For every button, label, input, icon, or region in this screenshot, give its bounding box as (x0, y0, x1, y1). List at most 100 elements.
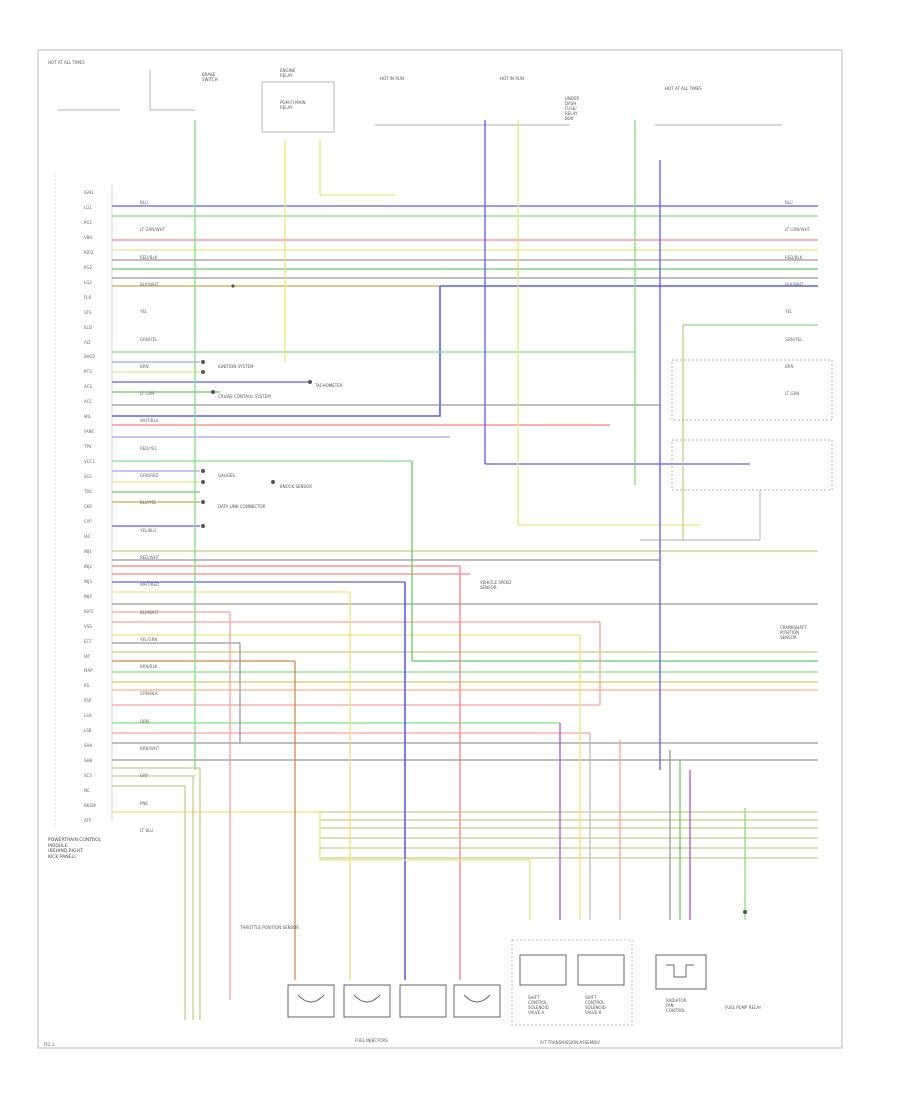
wire-color-label: PNK (140, 800, 149, 806)
ckp-label: CRANKSHAFT POSITION SENSOR (780, 625, 807, 640)
wire-color-label: WHT/BLU (140, 418, 159, 424)
hot-all-times-left-label: HOT AT ALL TIMES (48, 60, 85, 65)
fuse-box-label: UNDER DASH FUSE/ RELAY BOX (565, 96, 580, 121)
wires-vertical (184, 120, 818, 1020)
cruise-label: CRUISE CONTROL SYSTEM (218, 394, 271, 399)
ecm-pin-eld: ELD (84, 324, 92, 330)
hot-all-times-right-label: HOT AT ALL TIMES (665, 86, 702, 91)
ecm-pin-inj3: INJ3 (84, 578, 92, 584)
ecm-pin-sts: STS (84, 309, 92, 315)
ecm-pin-tps: TPS (84, 444, 92, 450)
wire-color-label: BRN/WHT (140, 746, 160, 752)
hot-in-run-label-1: HOT IN RUN (380, 76, 405, 81)
transmission-solenoids (511, 939, 707, 1026)
tachometer-label: TACHOMETER (315, 383, 343, 388)
brake-switch-label: BRAKE SWITCH (202, 72, 218, 82)
ecm-caption: POWERTRAIN CONTROL MODULE (BEHIND RIGHT … (48, 838, 102, 860)
wire-color-label: RED/WHT (140, 554, 160, 560)
wire-color-label-right: LT GRN (785, 391, 800, 397)
ecm-pin-ks: KS (84, 683, 90, 689)
ecm-pin-pg2: PG2 (84, 264, 93, 270)
ecm-pin-iat: IAT (84, 653, 91, 659)
connector-markers (201, 284, 747, 914)
ecm-pin-bksw: BKSW (84, 803, 96, 809)
ecm-pin-acc: ACC (84, 399, 93, 405)
vss-label: VEHICLE SPEED SENSOR (480, 580, 512, 590)
ecm-pin-flr: FLR (84, 294, 92, 300)
right-components (640, 359, 833, 541)
ecm-pin-lsb: LSB (84, 728, 92, 734)
solenoid-b-label: SHIFT CONTROL SOLENOID VALVE B (585, 995, 606, 1015)
wire-color-label: YEL/BLU (140, 527, 157, 533)
top-components (58, 70, 782, 133)
fuel-pump-label: FUEL PUMP RELAY (725, 1005, 762, 1010)
ecm-pin-tdc: TDC (84, 489, 93, 495)
ecm-pin-scs: SCS (84, 773, 92, 779)
wire-color-label: LT BLU (140, 828, 154, 833)
knock-label: KNOCK SENSOR (280, 484, 312, 489)
ecm-pin-lsa: LSA (84, 713, 92, 719)
wire-color-label: LT GRN/WHT (140, 227, 166, 233)
ignition-label: IGNITION SYSTEM (218, 364, 254, 369)
ecm-pin-igp2: IGP2 (84, 249, 94, 255)
figure-label: FIG 1 (44, 1042, 55, 1047)
ecm-pin-alt: ALT (84, 339, 91, 345)
wire-color-label-right: GRN/YEL (785, 336, 803, 342)
wire-color-label: BRN (140, 363, 149, 369)
wire-color-label-right: RED/BLK (785, 254, 803, 260)
ecm-pin-sg1: SG1 (84, 474, 93, 480)
wire-color-label: BLK/WHT (140, 281, 159, 287)
throttle-position-label: THROTTLE POSITION SENSOR (240, 925, 300, 930)
wire-color-label: RED/BLK (140, 254, 158, 260)
ecm-pin-vcc1: VCC1 (84, 459, 95, 465)
data-link-label: DATA LINK CONNECTOR (218, 504, 266, 509)
wire-color-label: YEL/GRN (140, 636, 158, 642)
ecm-pin-inj1: INJ1 (84, 548, 92, 554)
wire-color-label-right: BRN (785, 363, 794, 369)
wire-color-label: LT GRN (140, 391, 155, 397)
ecm-pin-acs: ACS (84, 384, 92, 390)
wire-color-label: BLU (140, 200, 148, 205)
wire-color-label: GRN/BLK (140, 691, 158, 697)
ecm-pin-pcs: PCS (84, 369, 92, 375)
wire-color-label: ORN (140, 718, 149, 724)
ecm-pin-shb: SHB (84, 758, 93, 764)
gauges-label: GAUGES (218, 473, 235, 478)
ecm-pin-ckp: CKP (84, 504, 92, 509)
ecm-pin-ect: ECT (84, 638, 92, 644)
wire-color-label-right: LT GRN/WHT (785, 227, 811, 233)
ecm-pin-igp1: IGP1 (84, 608, 94, 614)
transmission-label: A/T TRANSMISSION ASSEMBLY (540, 1040, 601, 1045)
hot-in-run-label-2: HOT IN RUN (500, 76, 525, 81)
solenoid-a-label: SHIFT CONTROL SOLENOID VALVE A (528, 995, 549, 1015)
wire-color-label-right: BLU (785, 200, 793, 205)
ecm-pin-psp: PSP (84, 698, 92, 704)
ecm-pin-pg1: PG1 (84, 219, 93, 225)
wire-color-label-right: YEL (785, 309, 793, 315)
ecm-pin-map: MAP (84, 668, 93, 674)
ecm-pin-sho2: SHO2 (84, 354, 96, 360)
ecm-pin-cyp: CYP (84, 518, 92, 524)
ecm-pin-nc: NC (84, 788, 90, 794)
fuel-injectors (287, 984, 501, 1018)
wire-color-label: WHT/RED (140, 582, 160, 588)
ecm-pin-vss: VSS (84, 623, 92, 629)
ecm-pin-fanc: FANC (84, 429, 95, 435)
main-relay-label: PGM-FI MAIN RELAY (280, 100, 306, 110)
wire-color-label: BRN/BLK (140, 664, 158, 670)
ecm-pin-mil: MIL (84, 414, 91, 420)
wire-color-label: BLU/YEL (140, 500, 157, 506)
diagram-border (37, 49, 843, 1049)
wire-color-label: RED/YEL (140, 445, 157, 451)
ecm-pin-atp: ATP (84, 818, 92, 823)
wire-color-label: YEL (140, 309, 148, 315)
ecm-pin-inj4: INJ4 (84, 593, 92, 599)
wire-color-label: GRN/YEL (140, 336, 158, 342)
engine-relay-label: ENGINE RELAY (280, 68, 296, 78)
wire-color-label: BLU/WHT (140, 609, 159, 615)
ecm-pin-inj2: INJ2 (84, 563, 92, 569)
wire-color-label: GRN/RED (140, 473, 159, 479)
wires-horizontal (112, 205, 818, 859)
ecm-pin-ign1: IGN1 (84, 190, 94, 195)
